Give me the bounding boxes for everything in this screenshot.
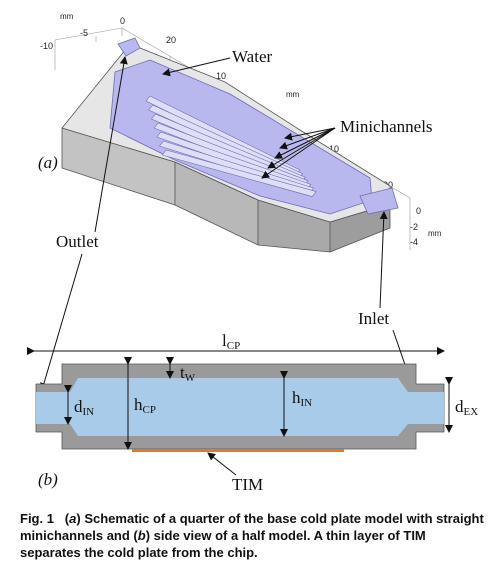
dim-l-cp-label: lCP [222,331,240,352]
outlet-arrow-top [94,56,128,233]
y-tick-label: -4 [410,237,418,247]
dim-d-ex-label: dEX [455,397,478,418]
z-tick-label: 20 [166,35,176,45]
caption-fig-number: Fig. 1 [20,511,54,526]
inlet-arrow-top [379,211,388,309]
label-tim: TIM [232,475,263,494]
caption-text-2: side view of a half model. A thin layer … [20,528,426,560]
inlet-port [359,187,399,215]
axis-unit-z: mm [286,90,300,99]
y-tick-label: -2 [410,222,418,232]
label-water: Water [232,47,272,66]
y-tick-label: 0 [416,206,421,216]
label-inlet: Inlet [358,309,389,328]
z-tick-label: -10 [326,144,339,154]
label-minichannels: Minichannels [340,117,433,136]
axis-unit-y: mm [428,229,442,238]
panel-a: mm -10 -5 0 20 10 mm -10 -20 0 -2 -4 mm [38,12,442,328]
tim-arrow [207,452,237,476]
label-outlet: Outlet [56,232,99,251]
dim-t-w-label: tW [180,363,196,384]
panel-a-label: (a) [38,153,58,172]
outlet-arrow-bottom [40,253,83,391]
water-region [109,59,373,215]
tim-layer [132,449,344,452]
figure-canvas: mm -10 -5 0 20 10 mm -10 -20 0 -2 -4 mm [27,12,478,494]
caption-text-1: Schematic of a quarter of the base cold … [20,511,484,543]
minichannel-fins [145,95,317,197]
water-domain-3d [109,37,399,215]
caption-panel-b: b [137,528,146,543]
dim-h-cp-label: hCP [134,395,156,416]
z-tick-label: 10 [216,71,226,81]
water-channel-side [36,378,444,436]
x-tick-label: 0 [120,16,125,26]
figure-caption: Fig. 1 (a) Schematic of a quarter of the… [20,511,484,560]
x-tick-label: -10 [40,41,53,51]
caption-panel-a: a [69,511,77,526]
x-tick-label: -5 [80,28,88,38]
panel-b: lCP tW dIN hCP hIN dEX TIM (b) [27,253,478,494]
axis-unit-x: mm [60,12,74,21]
dim-d-in-label: dIN [74,397,94,418]
minichannel-arrows [261,127,336,179]
dim-h-in-label: hIN [292,388,312,409]
outlet-port [117,37,141,57]
water-arrow [162,57,231,77]
panel-b-label: (b) [38,470,58,489]
